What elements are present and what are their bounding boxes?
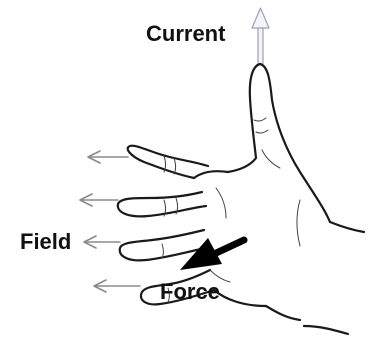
field-arrow-icon	[80, 194, 118, 206]
current-arrow-icon	[252, 8, 269, 64]
hand-outline	[118, 64, 364, 334]
force-label: Force	[160, 279, 220, 304]
field-arrow-icon	[94, 280, 140, 292]
force-arrow-icon	[180, 238, 244, 270]
field-arrow-icon	[84, 236, 120, 248]
field-arrow-icon	[88, 151, 128, 163]
field-label: Field	[20, 229, 71, 254]
current-label: Current	[146, 21, 226, 46]
